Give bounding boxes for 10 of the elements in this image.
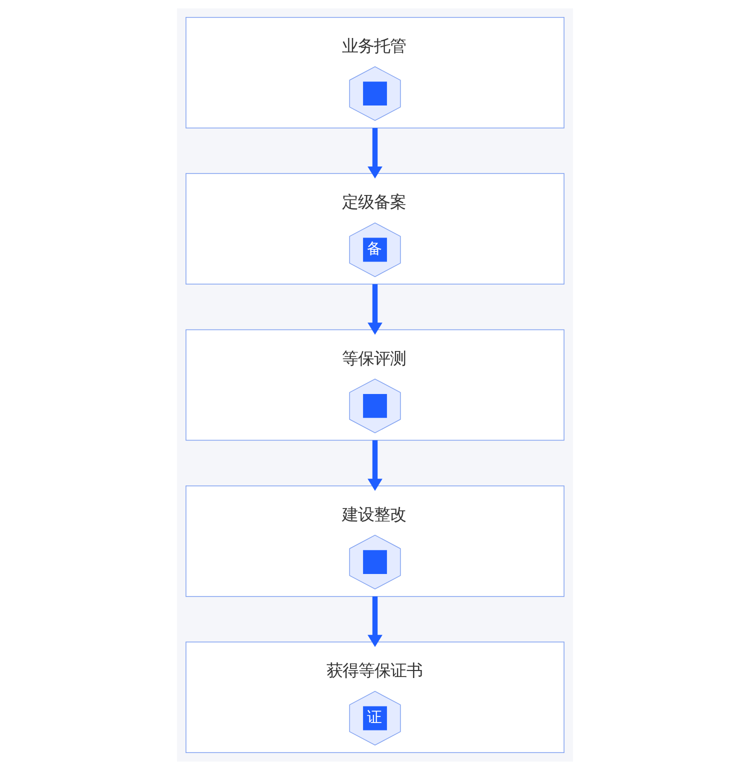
arrow: [368, 284, 382, 335]
arrow: [368, 440, 382, 491]
node-hexagon: [349, 66, 401, 121]
node-hexagon: [349, 378, 401, 434]
cluster: 业务托管: [186, 17, 564, 128]
cluster: 等保评测: [186, 329, 564, 441]
node-hexagon: [349, 534, 401, 590]
arrow: [368, 596, 382, 648]
cluster: 建设整改: [186, 486, 564, 597]
arrow: [368, 128, 382, 179]
